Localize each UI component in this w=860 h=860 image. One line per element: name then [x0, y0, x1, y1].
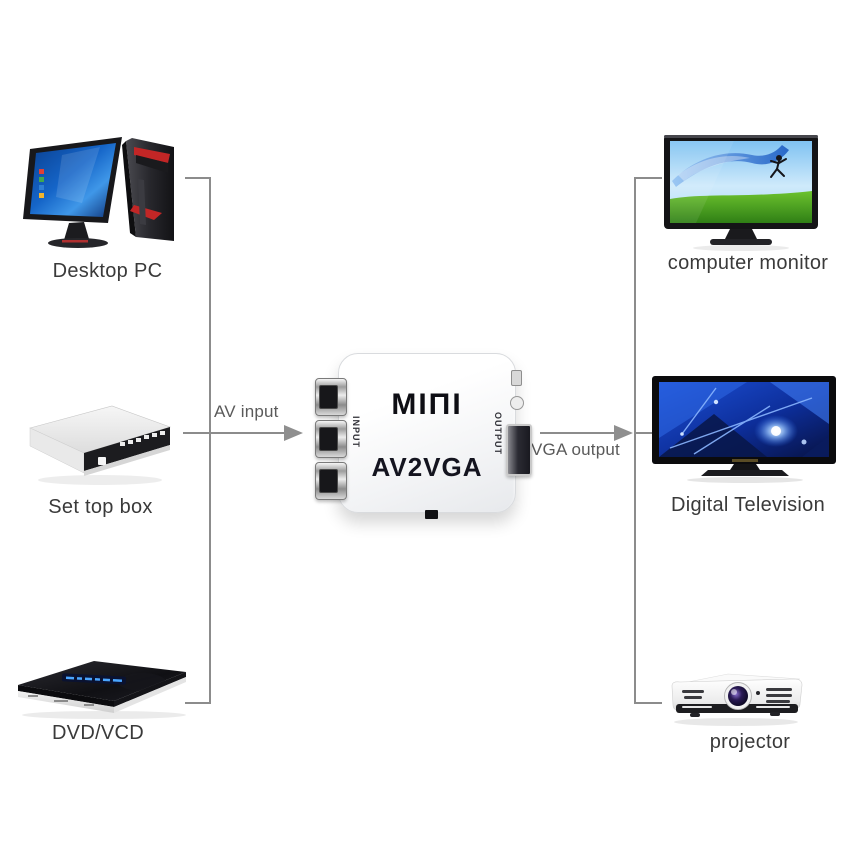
left-bus-line: [209, 177, 211, 704]
computer-monitor-image: [658, 135, 824, 251]
vga-output-arrowhead-icon: [614, 425, 633, 441]
rca-jack-1: [315, 378, 347, 416]
converter-output-side-label: OUTPUT: [493, 412, 503, 455]
digital-television-image: [652, 376, 838, 488]
audio-jack-port: [510, 396, 524, 410]
rca-jack-3: [315, 462, 347, 500]
desktop-pc-image: [22, 133, 190, 261]
projector-image: [666, 666, 808, 728]
desktop-pc-stub-line: [185, 177, 210, 179]
vga-output-label: VGA output: [531, 440, 620, 459]
av-input-arrowhead-icon: [284, 425, 303, 441]
computer-monitor-label: computer monitor: [667, 252, 829, 274]
tv-stub-line: [634, 432, 660, 434]
converter-model-text: AV2VGA: [371, 452, 483, 482]
mini-usb-port: [511, 370, 522, 386]
av-input-arrow-line: [183, 432, 284, 434]
digital-television-label: Digital Television: [671, 494, 825, 516]
set-top-box-label: Set top box: [48, 496, 153, 518]
desktop-pc-label: Desktop PC: [52, 260, 163, 282]
vga-port: [506, 424, 532, 476]
converter-brand-text: MIΠI: [391, 388, 463, 421]
dvd-vcd-label: DVD/VCD: [51, 722, 145, 744]
set-top-box-image: [22, 400, 178, 492]
av-input-label: AV input: [214, 402, 279, 421]
projector-stub-line: [636, 702, 662, 704]
monitor-stub-line: [636, 177, 662, 179]
av2vga-converter-image: MIΠI AV2VGA INPUT OUTPUT: [315, 353, 532, 519]
dvd-player-image: [14, 655, 190, 721]
right-bus-line: [634, 177, 636, 704]
mode-switch: [425, 510, 438, 519]
dvd-stub-line: [185, 702, 210, 704]
projector-label: projector: [709, 731, 791, 753]
converter-input-side-label: INPUT: [351, 416, 361, 448]
rca-jack-2: [315, 420, 347, 458]
vga-output-arrow-line: [540, 432, 614, 434]
